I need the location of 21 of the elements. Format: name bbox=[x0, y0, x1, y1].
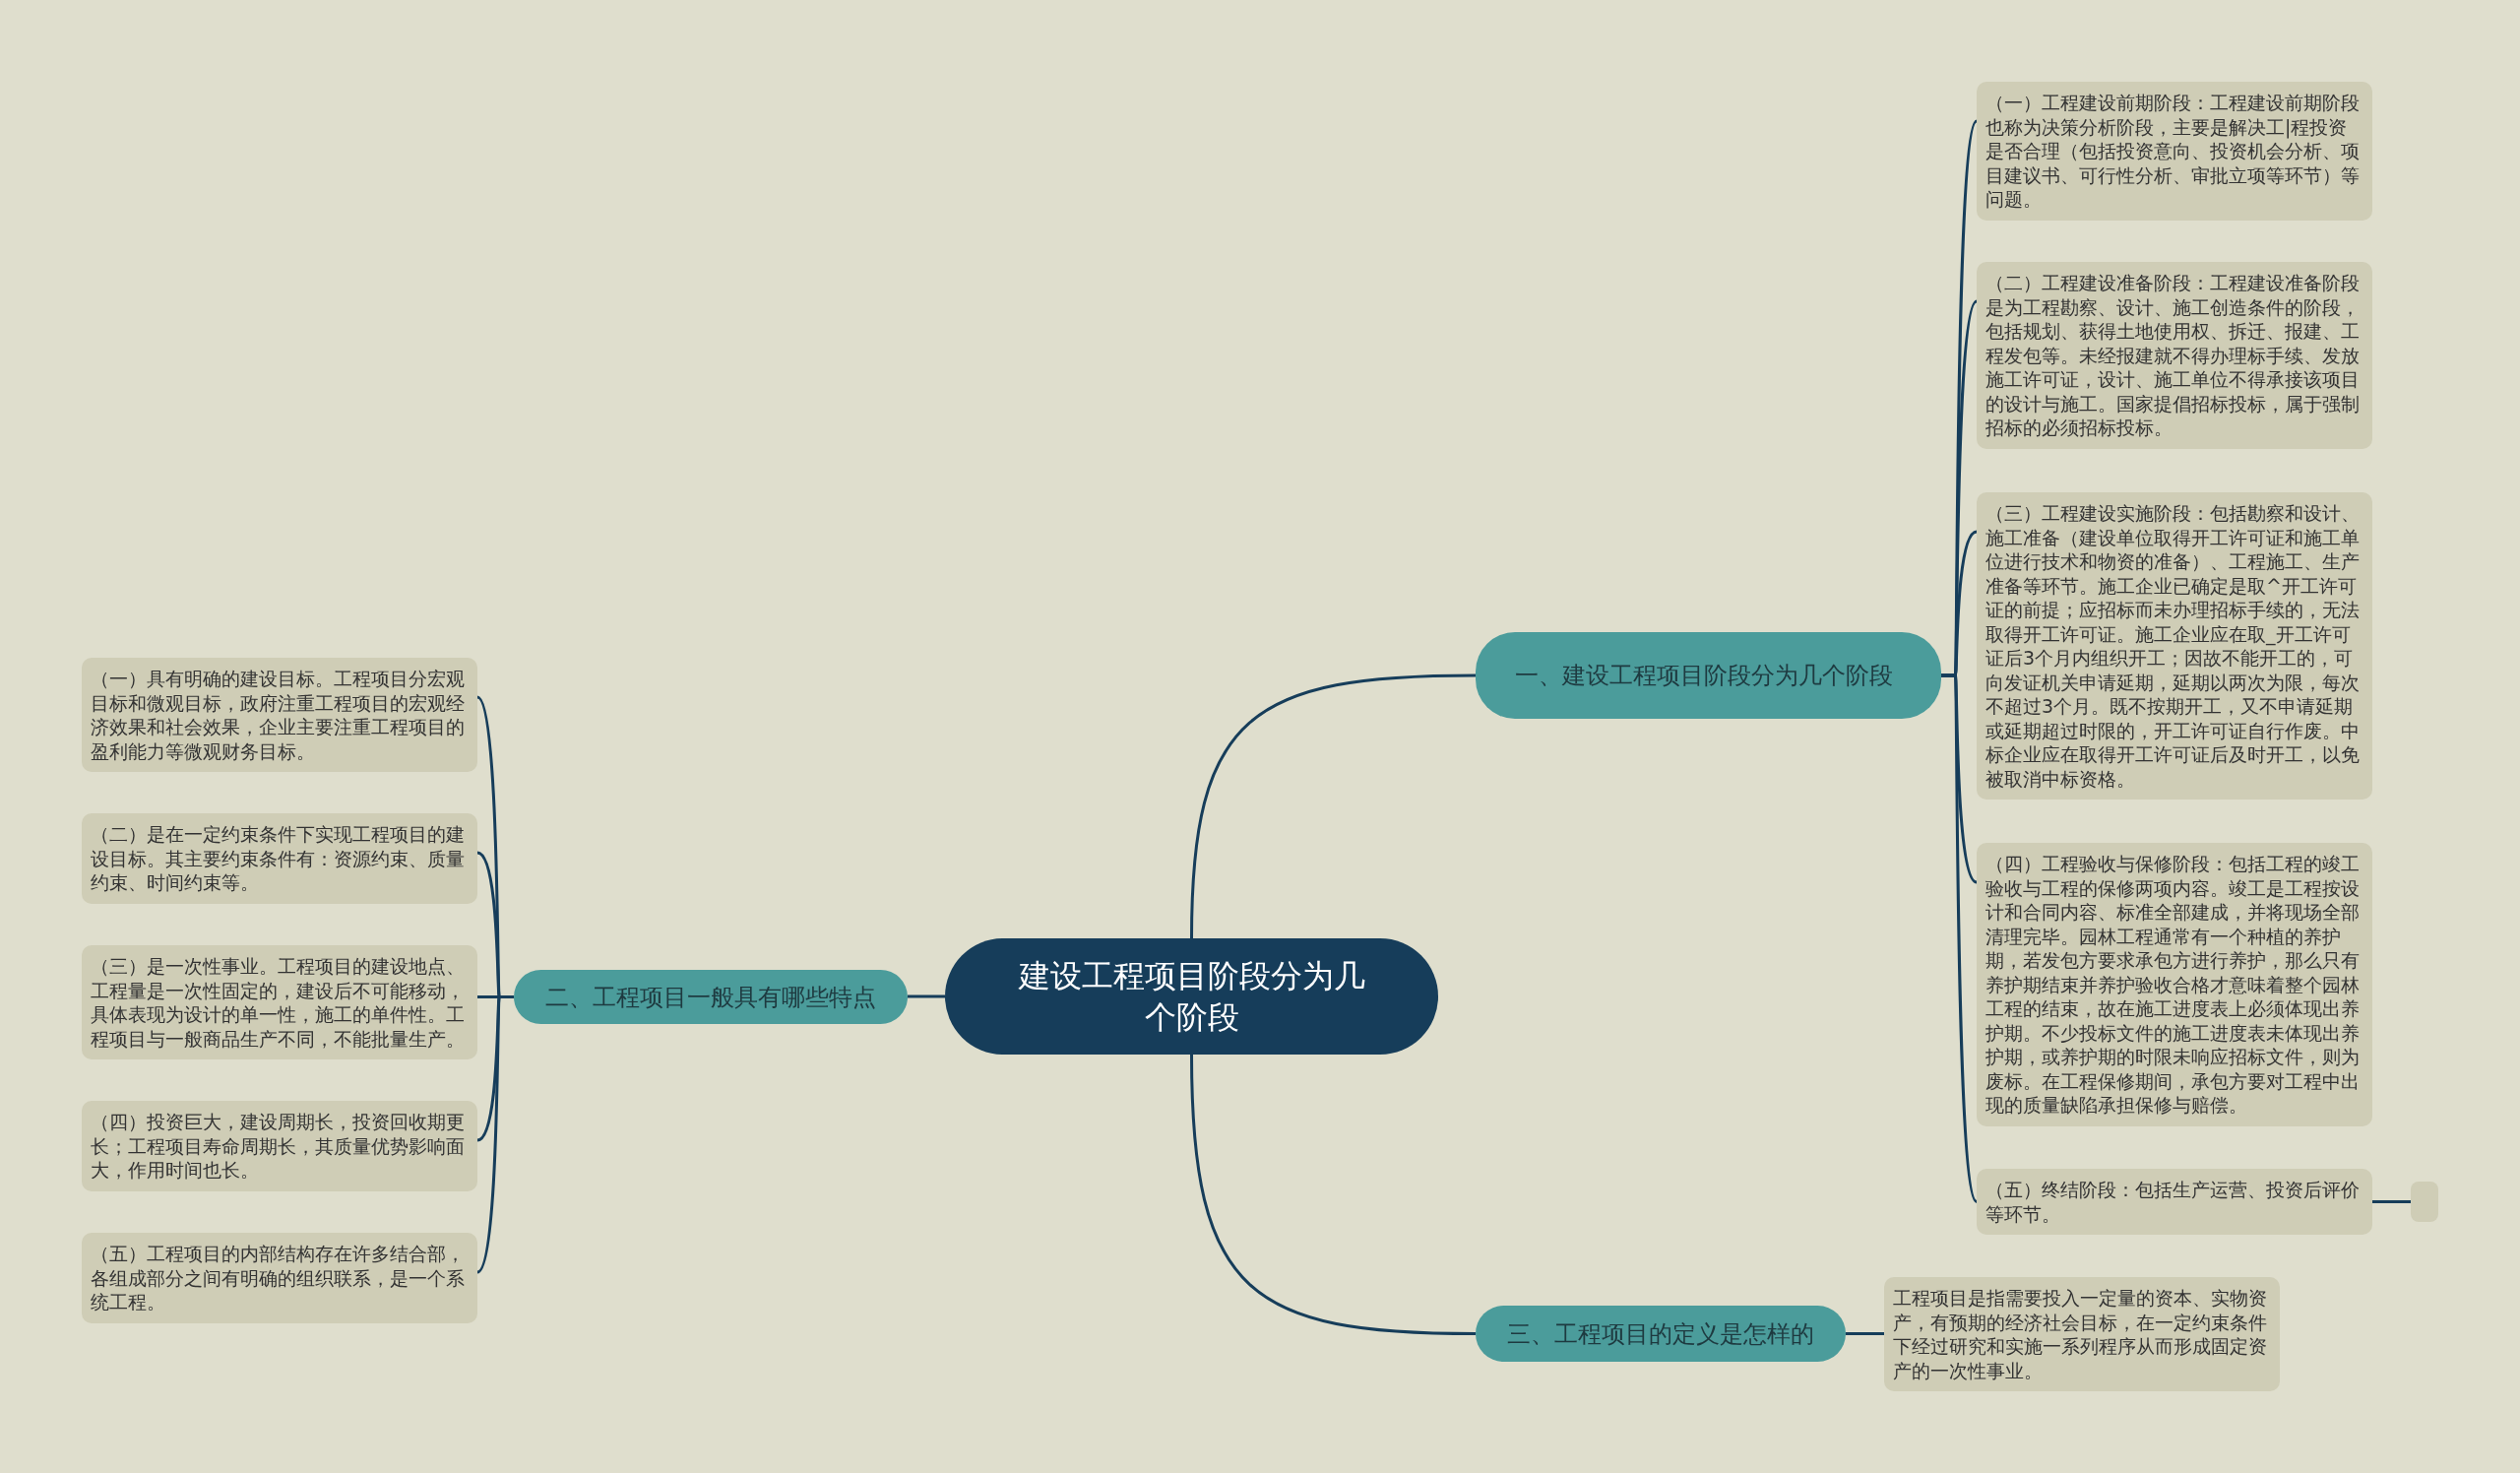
connector-line bbox=[1190, 1054, 1477, 1335]
text-card: （三）工程建设实施阶段：包括勘察和设计、施工准备（建设单位取得开工许可证和施工单位进行技术和物资的准备）、工程施工、生产准备等环节。施工企业已确定是取^开工许可证的前提；应招标而未办理招标手续的，无法取得开工许可证。施工企业应在取_开工许可证后3个月内组织开工；因故不能开工的，可向发证机关申请延期，延期以两次为限，每次不超过3个月。既不按期开工，又不申请延期或延期超过时限的，开工许可证自行作废。中标企业应在取得开工许可证后及时开工，以免被取消中标资格。 bbox=[1977, 492, 2372, 800]
text-card: （五）工程项目的内部结构存在许多结合部，各组成部分之间有明确的组织联系，是一个系统工程。 bbox=[82, 1233, 477, 1323]
connector-line bbox=[1190, 673, 1477, 939]
text-card: （二）是在一定约束条件下实现工程项目的建设目标。其主要约束条件有：资源约束、质量约束、时间约束等。 bbox=[82, 813, 477, 904]
text-card: （三）是一次性事业。工程项目的建设地点、工程量是一次性固定的，建设后不可能移动，具体表现为设计的单一性，施工的单件性。工程项目与一般商品生产不同，不能批量生产。 bbox=[82, 945, 477, 1059]
topic-box: 一、建设工程项目阶段分为几个阶段 bbox=[1476, 632, 1941, 719]
topic-box: 三、工程项目的定义是怎样的 bbox=[1476, 1306, 1846, 1362]
central-topic: 建设工程项目阶段分为几个阶段 bbox=[945, 938, 1438, 1055]
text-card: （一）工程建设前期阶段：工程建设前期阶段也称为决策分析阶段，主要是解决工|程投资是否合理（包括投资意向、投资机会分析、项目建议书、可行性分析、审批立项等环节）等问题。 bbox=[1977, 82, 2372, 221]
text-card: （一）具有明确的建设目标。工程项目分宏观目标和微观目标，政府注重工程项目的宏观经济效果和社会效果，企业主要注重工程项目的盈利能力等微观财务目标。 bbox=[82, 658, 477, 772]
text-card: （五）终结阶段：包括生产运营、投资后评价等环节。 bbox=[1977, 1169, 2372, 1235]
text-card: （四）投资巨大，建设周期长，投资回收期更长；工程项目寿命周期长，其质量优势影响面大，作用时间也长。 bbox=[82, 1101, 477, 1191]
topic-box: 二、工程项目一般具有哪些特点 bbox=[514, 970, 908, 1024]
empty-box bbox=[2411, 1182, 2438, 1222]
text-card: 工程项目是指需要投入一定量的资本、实物资产，有预期的经济社会目标，在一定约束条件下经过研究和实施一系列程序从而形成固定资产的一次性事业。 bbox=[1884, 1277, 2280, 1391]
text-card: （二）工程建设准备阶段：工程建设准备阶段是为工程勘察、设计、施工创造条件的阶段，包括规划、获得土地使用权、拆迁、报建、工程发包等。未经报建就不得办理标手续、发放施工许可证，设计、施工单位不得承接该项目的设计与施工。国家提倡招标投标，属于强制招标的必须招标投标。 bbox=[1977, 262, 2372, 449]
connector-line bbox=[1941, 673, 1979, 1203]
connector-line bbox=[908, 994, 945, 998]
text-card: （四）工程验收与保修阶段：包括工程的竣工验收与工程的保修两项内容。竣工是工程按设计和合同内容、标准全部建成，并将现场全部清理完毕。园林工程通常有一个种植的养护期，若发包方要求承包方进行养护，那么只有养护期结束并养护验收合格才意味着整个园林工程的结束，故在施工进度表上必须体现出养护期。不少投标文件的施工进度表未体现出养护期，或养护期的时限未响应招标文件，则为废标。在工程保修期间，承包方要对工程中出现的质量缺陷承担保修与赔偿。 bbox=[1977, 843, 2372, 1126]
connector-line bbox=[2372, 1200, 2411, 1203]
